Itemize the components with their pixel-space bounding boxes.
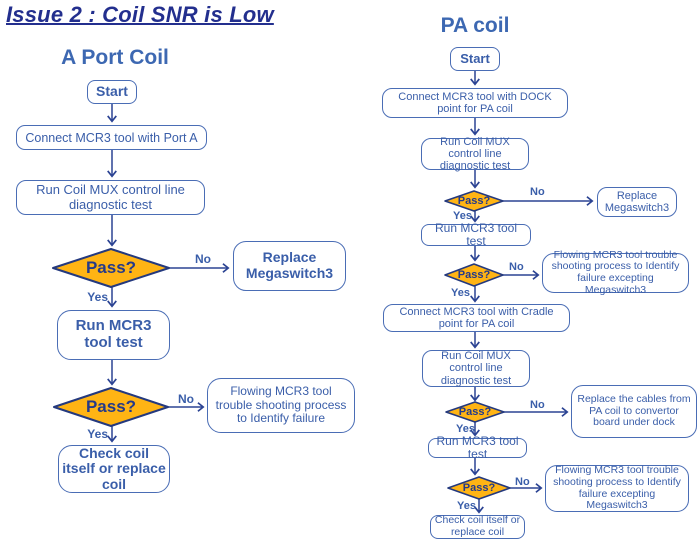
node-troubleshoot-2-right: Flowing MCR3 tool trouble shooting proce… bbox=[545, 464, 689, 512]
flow-lines bbox=[107, 71, 594, 514]
edge-label-yes: Yes bbox=[451, 287, 470, 299]
node-replace-megaswitch-right: Replace Megaswitch3 bbox=[597, 187, 677, 217]
right-chart-heading: PA coil bbox=[440, 14, 510, 37]
edge-label-no: No bbox=[195, 252, 211, 266]
decision-diamond bbox=[444, 263, 504, 287]
edge-label-no: No bbox=[530, 186, 545, 198]
node-run-tool-test-left: Run MCR3 tool test bbox=[57, 310, 170, 360]
decision-pass-4-right-label: Pass? bbox=[462, 482, 496, 494]
edge-label-yes: Yes bbox=[87, 290, 108, 304]
node-connect-cradle: Connect MCR3 tool with Cradle point for … bbox=[383, 304, 570, 332]
decision-pass-2-right-label: Pass? bbox=[457, 269, 491, 281]
edge-label-no: No bbox=[509, 261, 524, 273]
node-troubleshoot-1-right: Flowing MCR3 tool trouble shooting proce… bbox=[542, 249, 689, 296]
decision-diamond bbox=[444, 190, 504, 212]
decision-pass-1-right-label: Pass? bbox=[457, 195, 491, 207]
decision-diamonds bbox=[52, 190, 511, 500]
node-run-mux-left: Run Coil MUX control line diagnostic tes… bbox=[16, 180, 205, 215]
node-run-mux-1-right: Run Coil MUX control line diagnostic tes… bbox=[421, 136, 529, 172]
decision-pass-1-left-label: Pass? bbox=[85, 258, 137, 277]
node-run-tool-test-1-right: Run MCR3 tool test bbox=[421, 221, 531, 248]
edge-label-no: No bbox=[515, 476, 530, 488]
node-troubleshoot-left: Flowing MCR3 tool trouble shooting proce… bbox=[207, 378, 355, 433]
decision-diamond bbox=[53, 387, 169, 427]
edge-label-no: No bbox=[530, 399, 545, 411]
node-check-coil-right: Check coil itself or replace coil bbox=[430, 514, 525, 539]
edge-label-yes: Yes bbox=[453, 210, 472, 222]
page-title: Issue 2 : Coil SNR is Low bbox=[6, 2, 274, 27]
decision-diamond bbox=[52, 248, 170, 288]
node-replace-megaswitch-left: Replace Megaswitch3 bbox=[233, 241, 346, 291]
node-replace-cables: Replace the cables from PA coil to conve… bbox=[571, 385, 697, 438]
edge-label-yes: Yes bbox=[456, 423, 475, 435]
node-check-coil-left: Check coil itself or replace coil bbox=[58, 445, 170, 493]
node-connect-dock: Connect MCR3 tool with DOCK point for PA… bbox=[382, 88, 568, 118]
node-run-mux-2-right: Run Coil MUX control line diagnostic tes… bbox=[422, 350, 530, 387]
left-chart-heading: A Port Coil bbox=[61, 46, 169, 69]
edge-label-no: No bbox=[178, 392, 194, 406]
edge-label-yes: Yes bbox=[457, 500, 476, 512]
decision-pass-2-left-label: Pass? bbox=[85, 397, 137, 416]
edge-label-yes: Yes bbox=[87, 427, 108, 441]
decision-pass-3-right-label: Pass? bbox=[458, 406, 492, 418]
node-start-left: Start bbox=[87, 80, 137, 104]
node-connect-port-a: Connect MCR3 tool with Port A bbox=[16, 125, 207, 150]
decision-diamond bbox=[445, 401, 505, 423]
node-start-right: Start bbox=[450, 47, 500, 71]
decision-diamond bbox=[447, 476, 511, 500]
node-run-tool-test-2-right: Run MCR3 tool test bbox=[428, 434, 527, 461]
